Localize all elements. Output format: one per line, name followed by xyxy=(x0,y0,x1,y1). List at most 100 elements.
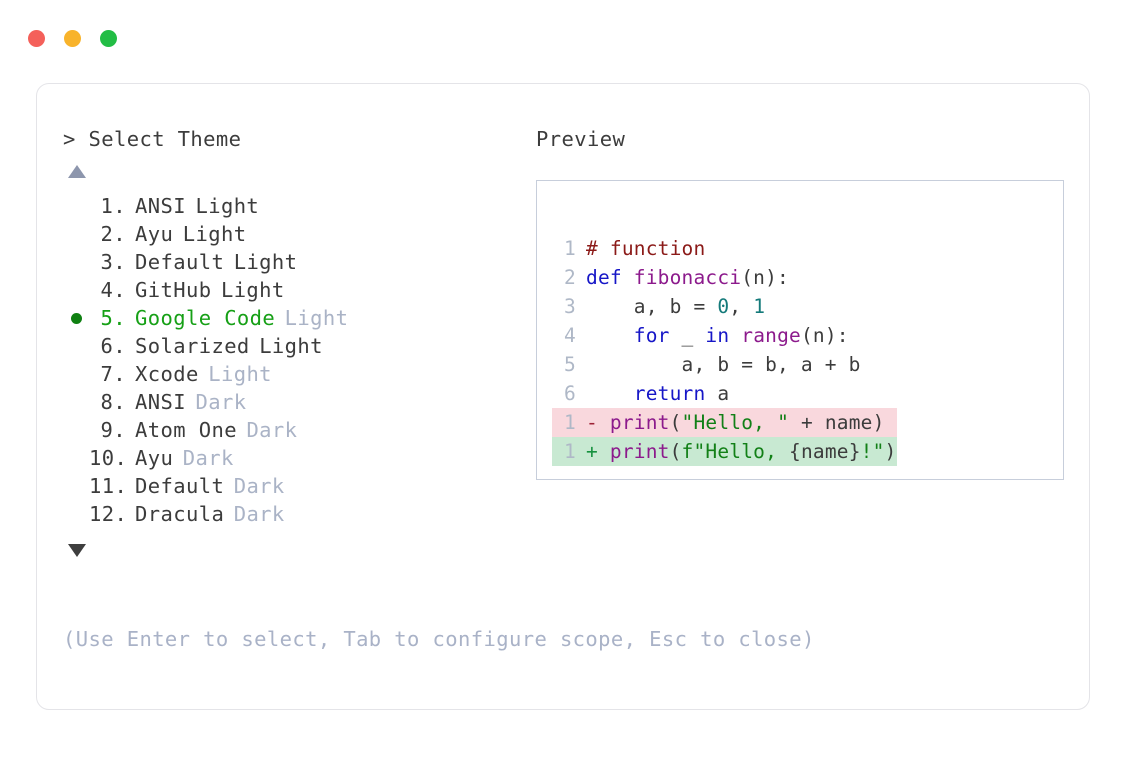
theme-item-name: Solarized xyxy=(135,334,250,358)
code-token: (n): xyxy=(800,324,849,347)
line-number: 2 xyxy=(564,266,576,289)
code-line: 6 return a xyxy=(552,379,897,408)
theme-item-name: Google Code xyxy=(135,306,276,330)
theme-item-name: Default xyxy=(135,474,225,498)
theme-item-variant: Light xyxy=(284,306,349,330)
theme-item-name: Dracula xyxy=(135,502,225,526)
code-token: _ xyxy=(669,324,706,347)
selection-bullet-icon xyxy=(63,388,89,416)
theme-item-name: ANSI xyxy=(135,194,186,218)
theme-item-variant: Dark xyxy=(195,390,247,414)
theme-item-index: 11. xyxy=(89,474,128,498)
code-token xyxy=(586,324,634,347)
code-token: def xyxy=(586,266,634,289)
theme-item-name: Atom One xyxy=(135,418,237,442)
selection-bullet-icon xyxy=(63,500,89,528)
code-token: print xyxy=(609,411,670,434)
code-token: # function xyxy=(586,237,706,260)
scroll-down-icon[interactable] xyxy=(68,544,86,557)
code-token: in xyxy=(705,324,730,347)
theme-item-index: 7. xyxy=(100,362,126,386)
selection-bullet-icon xyxy=(63,220,89,248)
selection-bullet-icon xyxy=(63,248,89,276)
selection-bullet-icon xyxy=(63,444,89,472)
theme-list-item[interactable]: 11. Default Dark xyxy=(63,472,533,500)
prompt-title: > Select Theme xyxy=(63,127,242,151)
selection-bullet-icon xyxy=(63,332,89,360)
code-token: fibonacci xyxy=(633,266,742,289)
code-token: , xyxy=(729,295,754,318)
code-token: a, b = b, a + b xyxy=(586,353,861,376)
line-number: 4 xyxy=(564,324,576,347)
code-token: for xyxy=(633,324,670,347)
diff-block: 1- print("Hello, " + name)1+ print(f"Hel… xyxy=(552,408,897,466)
selection-bullet-icon xyxy=(63,276,89,304)
theme-item-variant: Dark xyxy=(246,418,298,442)
code-token: a xyxy=(705,382,730,405)
theme-list-item[interactable]: 5. Google Code Light xyxy=(63,304,533,332)
line-number: 3 xyxy=(564,295,576,318)
theme-item-variant: Light xyxy=(259,334,323,358)
selection-bullet-icon xyxy=(63,192,89,220)
theme-item-index: 9. xyxy=(100,418,126,442)
diff-marker: - xyxy=(586,411,610,434)
selection-bullet-icon xyxy=(63,472,89,500)
theme-item-index: 1. xyxy=(100,194,126,218)
code-token: a, b = xyxy=(586,295,718,318)
code-token: ( xyxy=(669,440,682,463)
theme-item-name: Default xyxy=(135,250,225,274)
window-controls xyxy=(28,30,117,47)
theme-list-item[interactable]: 6. Solarized Light xyxy=(63,332,533,360)
code-token: ) xyxy=(884,440,897,463)
minimize-button[interactable] xyxy=(64,30,81,47)
preview-title: Preview xyxy=(536,127,626,151)
line-number: 5 xyxy=(564,353,576,376)
code-line: 4 for _ in range(n): xyxy=(552,321,897,350)
code-token: print xyxy=(609,440,670,463)
close-button[interactable] xyxy=(28,30,45,47)
theme-item-variant: Light xyxy=(182,222,247,246)
scroll-up-icon[interactable] xyxy=(68,165,86,178)
code-token: 0 xyxy=(717,295,730,318)
theme-item-name: Ayu xyxy=(135,446,174,470)
code-token: (n): xyxy=(741,266,789,289)
theme-item-index: 5. xyxy=(100,306,126,330)
selection-bullet-icon xyxy=(63,416,89,444)
code-token: {name} xyxy=(789,440,861,463)
theme-item-variant: Dark xyxy=(182,446,234,470)
code-token: !" xyxy=(860,440,885,463)
code-line: 5 a, b = b, a + b xyxy=(552,350,897,379)
theme-item-variant: Dark xyxy=(233,474,285,498)
theme-list-item[interactable]: 9. Atom One Dark xyxy=(63,416,533,444)
line-number: 1 xyxy=(564,237,576,260)
footer-hint: (Use Enter to select, Tab to configure s… xyxy=(63,627,815,651)
code-token xyxy=(729,324,741,347)
code-token: "Hello, " xyxy=(681,411,790,434)
diff-line-minus: 1- print("Hello, " + name) xyxy=(552,408,897,437)
theme-list-item[interactable]: 10. Ayu Dark xyxy=(63,444,533,472)
code-line: 1 # function xyxy=(552,234,897,263)
theme-item-index: 10. xyxy=(89,446,128,470)
theme-item-variant: Light xyxy=(208,362,272,386)
theme-list-item[interactable]: 7. Xcode Light xyxy=(63,360,533,388)
preview-column: Preview xyxy=(536,126,1066,152)
theme-item-name: Xcode xyxy=(135,362,199,386)
maximize-button[interactable] xyxy=(100,30,117,47)
selection-bullet-icon xyxy=(63,360,89,388)
theme-item-index: 6. xyxy=(100,334,126,358)
diff-line-plus: 1+ print(f"Hello, {name}!") xyxy=(552,437,897,466)
theme-item-name: Ayu xyxy=(135,222,174,246)
theme-item-name: GitHub xyxy=(135,278,212,302)
code-token: f"Hello, xyxy=(681,440,790,463)
theme-item-variant: Dark xyxy=(233,502,285,526)
